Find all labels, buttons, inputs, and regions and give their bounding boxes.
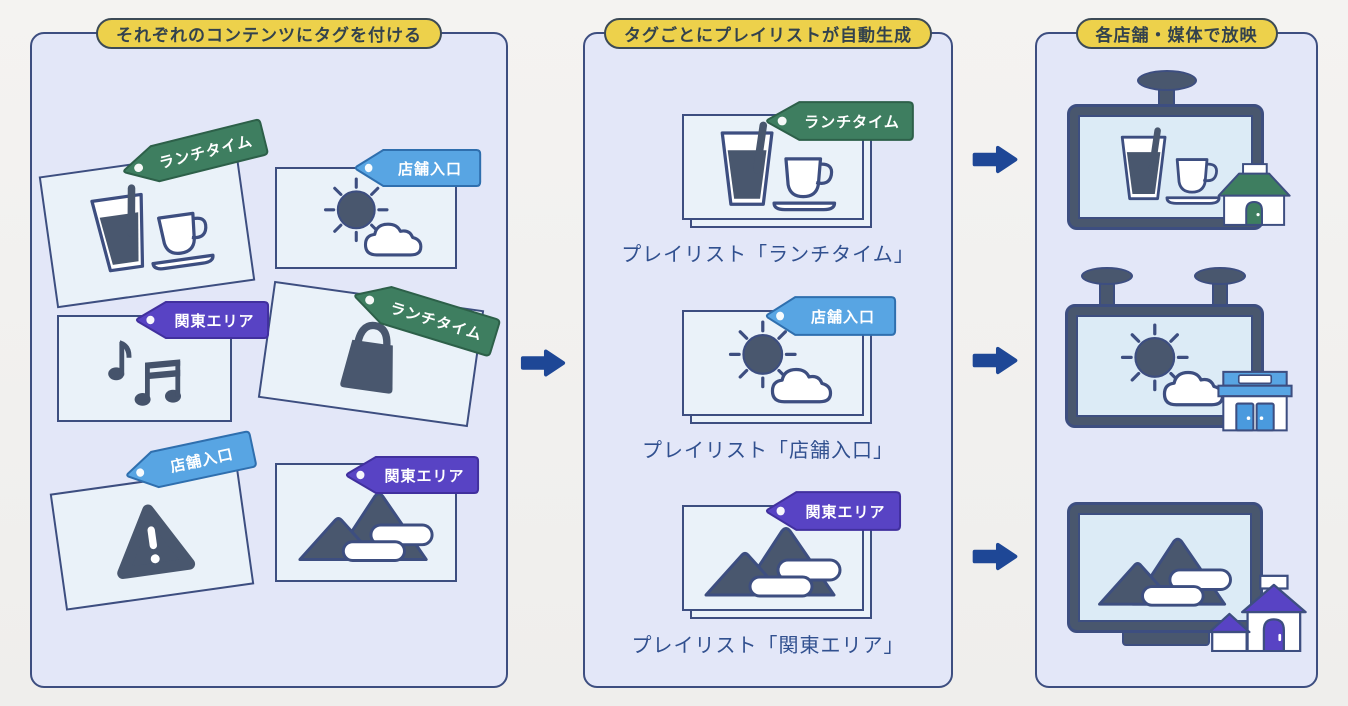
panel-title-badge: それぞれのコンテンツにタグを付ける	[96, 18, 442, 49]
display-mount-plate	[1081, 267, 1133, 285]
tag-shape	[117, 117, 270, 192]
tag-lunch-time: ランチタイム	[347, 275, 503, 359]
panel-title: タグごとにプレイリストが自動生成	[624, 26, 912, 45]
flow-arrow-icon	[972, 542, 1018, 571]
tag-kanto-area: 関東エリア	[345, 455, 480, 495]
tag-shape	[765, 295, 897, 337]
tag-shape	[354, 148, 482, 188]
drink-and-cup-icon	[1102, 126, 1230, 208]
display-mount-plate	[1137, 70, 1197, 91]
tag-shape	[765, 100, 915, 142]
panel-title-badge: 各店舗・媒体で放映	[1075, 18, 1278, 49]
tag-store-entrance: 店舗入口	[121, 429, 258, 496]
tag-label: ランチタイム	[804, 113, 900, 131]
tag-shape	[135, 300, 270, 340]
tag-lunch-time: ランチタイム	[117, 117, 270, 192]
sun-and-cloud-icon	[1120, 323, 1224, 407]
playlist-caption: プレイリスト「ランチタイム」	[621, 244, 915, 266]
tag-label: 店舗入口	[397, 160, 462, 178]
tv-on-stand-display	[1067, 502, 1263, 633]
tag-shape	[121, 429, 258, 496]
panel-title: それぞれのコンテンツにタグを付ける	[116, 26, 422, 45]
purple-house-icon	[1209, 574, 1307, 652]
tag-shape	[765, 490, 902, 532]
tag-store-entrance: 店舗入口	[354, 148, 482, 188]
playlist-caption: プレイリスト「関東エリア」	[631, 635, 905, 657]
flow-arrow-icon	[520, 349, 566, 377]
playlist-caption: プレイリスト「店舗入口」	[642, 440, 894, 462]
flow-arrow-icon	[972, 145, 1018, 174]
drink-and-cup-icon	[66, 171, 228, 286]
warning-triangle-icon	[102, 493, 202, 585]
blue-store-icon	[1217, 370, 1293, 432]
hanging-signboard-display	[1065, 304, 1264, 428]
tag-label: 店舗入口	[810, 308, 875, 326]
panel-title: 各店舗・媒体で放映	[1095, 26, 1258, 45]
tag-label: 関東エリア	[805, 503, 886, 521]
green-shop-icon	[1217, 163, 1291, 226]
panel-broadcast: 各店舗・媒体で放映	[1035, 18, 1318, 688]
tag-kanto-area: 関東エリア	[135, 300, 270, 340]
display-screen	[1078, 513, 1252, 622]
tag-shape	[347, 275, 503, 359]
panel-tag-contents: それぞれのコンテンツにタグを付ける ランチタイム 店舗入口	[30, 18, 508, 688]
sun-and-cloud-icon	[323, 177, 423, 257]
tag-label: 関東エリア	[174, 312, 255, 330]
tag-store-entrance: 店舗入口	[765, 295, 897, 337]
display-mount-plate	[1194, 267, 1246, 285]
tag-label: 関東エリア	[384, 467, 465, 485]
panel-auto-playlists: タグごとにプレイリストが自動生成 ランチタイム プレイリスト「ランチタイム」 店…	[583, 18, 953, 688]
panel-title-badge: タグごとにプレイリストが自動生成	[604, 18, 932, 49]
flow-arrow-icon	[972, 346, 1018, 375]
tag-lunch-time: ランチタイム	[765, 100, 915, 142]
tag-shape	[345, 455, 480, 495]
tag-kanto-area: 関東エリア	[765, 490, 902, 532]
